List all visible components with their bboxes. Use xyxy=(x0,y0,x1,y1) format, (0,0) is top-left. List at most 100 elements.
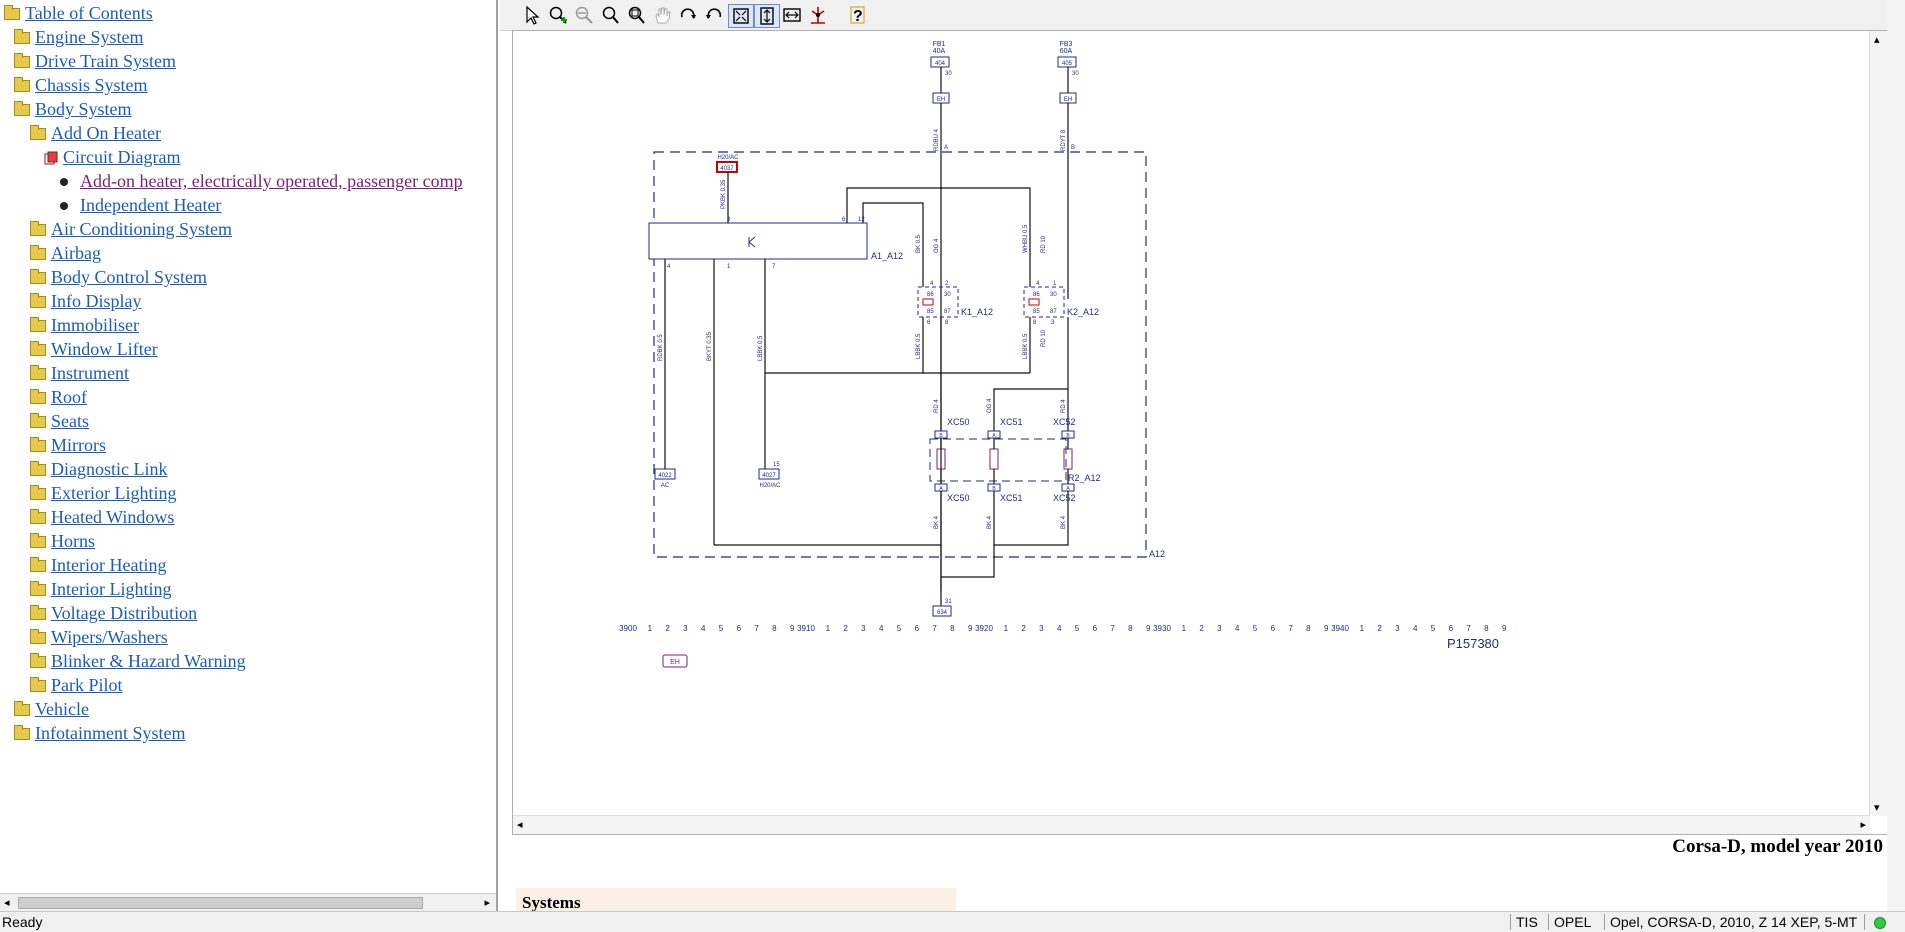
tree-item-link[interactable]: Add On Heater xyxy=(51,123,161,143)
scroll-left-icon[interactable]: ◂ xyxy=(517,819,523,831)
scroll-up-icon[interactable]: ▴ xyxy=(1874,34,1880,46)
wire-code: PKBK 0.35 xyxy=(721,179,727,209)
tree-item-link[interactable]: Window Lifter xyxy=(51,339,158,359)
tree-item-link[interactable]: Wipers/Washers xyxy=(51,627,168,647)
diagram-vertical-scrollbar[interactable]: ▴ ▾ xyxy=(1869,31,1888,816)
diagram-toolbar: ? xyxy=(500,0,1905,31)
tree-item-link[interactable]: Body Control System xyxy=(51,267,208,287)
tree-item[interactable]: Mirrors xyxy=(30,435,106,456)
scroll-down-icon[interactable]: ▾ xyxy=(1874,802,1880,814)
scroll-right-icon[interactable]: ▸ xyxy=(484,897,490,909)
tree-item[interactable]: Diagnostic Link xyxy=(30,459,167,480)
tree-item-link[interactable]: Park Pilot xyxy=(51,675,123,695)
tree-item-link[interactable]: Interior Lighting xyxy=(51,579,172,599)
tree-item-link[interactable]: Interior Heating xyxy=(51,555,167,575)
tree-item[interactable]: Exterior Lighting xyxy=(30,483,176,504)
tree-item[interactable]: Blinker & Hazard Warning xyxy=(30,651,246,672)
tree-item-link[interactable]: Infotainment System xyxy=(35,723,186,743)
tree-item-link[interactable]: Diagnostic Link xyxy=(51,459,168,479)
tree-item[interactable]: Vehicle xyxy=(14,699,89,720)
tree-item-link[interactable]: Heated Windows xyxy=(51,507,175,527)
pan-hand-icon[interactable] xyxy=(650,4,674,26)
tree-item-link[interactable]: Roof xyxy=(51,387,87,407)
tree-item[interactable]: Seats xyxy=(30,411,89,432)
tree-item[interactable]: Roof xyxy=(30,387,87,408)
ruler-tick-label: 3930 xyxy=(1153,624,1171,633)
scrollbar-thumb[interactable] xyxy=(18,897,423,909)
tree-item[interactable]: Window Lifter xyxy=(30,339,158,360)
tree-item[interactable]: Instrument xyxy=(30,363,129,384)
tree-item[interactable]: Park Pilot xyxy=(30,675,123,696)
scroll-left-icon[interactable]: ◂ xyxy=(4,897,10,909)
tree-item-link[interactable]: Airbag xyxy=(51,243,101,263)
select-arrow-icon[interactable] xyxy=(520,4,544,26)
tree-item-link[interactable]: Circuit Diagram xyxy=(63,147,181,167)
zoom-out-icon[interactable] xyxy=(572,4,596,26)
pin-label: 6 xyxy=(927,320,931,326)
tree-item[interactable]: Info Display xyxy=(30,291,141,312)
tree-item-link[interactable]: Air Conditioning System xyxy=(51,219,233,239)
page-vertical-scrollbar[interactable] xyxy=(1887,0,1905,912)
tree-root-link[interactable]: Table of Contents xyxy=(25,3,153,23)
tree-item[interactable]: Add On Heater xyxy=(30,123,161,144)
rotate-left-icon[interactable] xyxy=(702,4,726,26)
zoom-window-icon[interactable] xyxy=(624,4,648,26)
tree-item[interactable]: Circuit Diagram xyxy=(44,147,180,168)
tree-item[interactable]: Interior Lighting xyxy=(30,579,171,600)
tree-item[interactable]: Horns xyxy=(30,531,95,552)
tree-item[interactable]: Airbag xyxy=(30,243,101,264)
zoom-in-icon[interactable] xyxy=(546,4,570,26)
rotate-right-icon[interactable] xyxy=(676,4,700,26)
tree-item[interactable]: Body Control System xyxy=(30,267,207,288)
tree-item[interactable]: Infotainment System xyxy=(14,723,185,744)
tree-item-link[interactable]: Body System xyxy=(35,99,132,119)
ruler-tick-label: 7 xyxy=(1110,624,1115,633)
tree-item[interactable]: Air Conditioning System xyxy=(30,219,232,240)
status-bar: Ready TIS OPEL Opel, CORSA-D, 2010, Z 14… xyxy=(0,911,1905,932)
tree-item[interactable]: Chassis System xyxy=(14,75,148,96)
tree-item-link[interactable]: Info Display xyxy=(51,291,142,311)
tree-item-link[interactable]: Horns xyxy=(51,531,95,551)
tree-item-link[interactable]: Instrument xyxy=(51,363,129,383)
tree-item[interactable]: Engine System xyxy=(14,27,144,48)
tree-item[interactable]: Interior Heating xyxy=(30,555,166,576)
tree-item-link[interactable]: Engine System xyxy=(35,27,144,47)
zoom-icon[interactable] xyxy=(598,4,622,26)
fit-width-icon[interactable] xyxy=(780,4,804,26)
tree-item-link[interactable]: Voltage Distribution xyxy=(51,603,198,623)
tree-item[interactable]: Heated Windows xyxy=(30,507,174,528)
folder-icon xyxy=(30,244,46,260)
tree-item-link[interactable]: Exterior Lighting xyxy=(51,483,177,503)
tree-item[interactable]: Body System xyxy=(14,99,132,120)
status-divider xyxy=(1604,914,1605,930)
tree-item-link[interactable]: Drive Train System xyxy=(35,51,177,71)
tree-item-link[interactable]: Mirrors xyxy=(51,435,106,455)
tree-horizontal-scrollbar[interactable]: ◂ ▸ xyxy=(0,893,496,912)
tree-item-link[interactable]: Independent Heater xyxy=(80,195,222,215)
fit-height-icon[interactable] xyxy=(754,4,780,28)
tree-item-link[interactable]: Seats xyxy=(51,411,89,431)
systems-section-header[interactable]: Systems xyxy=(516,888,956,912)
tree-item-link[interactable]: Blinker & Hazard Warning xyxy=(51,651,246,671)
tree-root[interactable]: Table of Contents xyxy=(4,3,153,24)
status-text: Ready xyxy=(2,914,43,930)
ruler-tick-label: 8 xyxy=(772,624,777,633)
help-icon[interactable]: ? xyxy=(846,4,870,26)
tree-item[interactable]: Drive Train System xyxy=(14,51,176,72)
tree-item[interactable]: Immobiliser xyxy=(30,315,139,336)
tree-item[interactable]: Wipers/Washers xyxy=(30,627,168,648)
tree-item[interactable]: Voltage Distribution xyxy=(30,603,197,624)
tree-item[interactable]: Add-on heater, electrically operated, pa… xyxy=(60,171,463,192)
tree-item-link[interactable]: Chassis System xyxy=(35,75,148,95)
diagram-horizontal-scrollbar[interactable]: ◂ ▸ xyxy=(513,815,1870,834)
scroll-right-icon[interactable]: ▸ xyxy=(1860,819,1866,831)
tree-item-link[interactable]: Immobiliser xyxy=(51,315,139,335)
signal-trace-icon[interactable] xyxy=(806,4,830,26)
ruler-tick-label: 3 xyxy=(1039,624,1044,633)
fit-page-icon[interactable] xyxy=(728,4,754,28)
tree-item-link[interactable]: Add-on heater, electrically operated, pa… xyxy=(80,171,463,191)
tree-item[interactable]: Independent Heater xyxy=(60,195,221,216)
tree-item-link[interactable]: Vehicle xyxy=(35,699,89,719)
